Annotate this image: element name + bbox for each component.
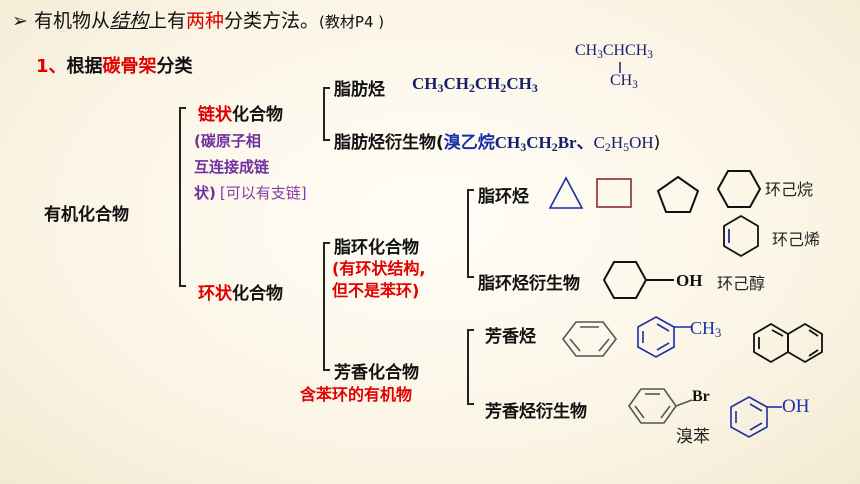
chain-note: (碳原子相 互连接成链 状)[可以有支链] xyxy=(194,132,307,202)
bullet-icon: ➢ xyxy=(12,10,28,32)
phenol-oh: OH xyxy=(782,396,810,417)
aliphatic-hc-label: 脂肪烃 xyxy=(334,80,385,100)
isobutane-branch: CH3 xyxy=(610,72,638,91)
chain-node: 链状化合物 xyxy=(198,105,283,125)
cyclobutane-icon xyxy=(596,178,632,208)
root-bracket xyxy=(179,107,186,287)
alicyclic-note: (有环状结构, 但不是苯环) xyxy=(332,259,426,300)
chain-bracket xyxy=(323,87,330,141)
aliphatic-deriv-label: 脂肪烃衍生物(溴乙烷CH3CH2Br、C2H5OH) xyxy=(334,133,661,154)
cyclohexane-icon xyxy=(716,170,762,208)
cyclohexanol-oh: OH xyxy=(676,271,703,290)
bromobenzene-name: 溴苯 xyxy=(676,427,710,447)
cyclopropane-icon xyxy=(548,176,584,209)
cyclic-bracket xyxy=(323,242,330,371)
naphthalene-icon xyxy=(753,322,823,364)
phenol-icon xyxy=(730,396,782,438)
isobutane-formula: CH3CHCH3 xyxy=(575,42,653,61)
section-heading: 1、根据碳骨架分类 xyxy=(36,56,193,77)
benzene-icon xyxy=(561,321,618,357)
bromobenzene-icon xyxy=(628,388,693,424)
cyclohexane-name: 环己烷 xyxy=(765,180,814,199)
bromobenzene-br: Br xyxy=(692,388,710,405)
cyclohexene-icon xyxy=(723,214,759,258)
cyclohexanol-ring-icon xyxy=(602,261,674,299)
cyclopentane-icon xyxy=(656,175,700,213)
alicyclic-hc-label: 脂环烃 xyxy=(478,187,529,207)
aromatic-node: 芳香化合物 xyxy=(334,363,419,383)
cyclohexanol-name: 环己醇 xyxy=(717,274,766,293)
cyclic-node: 环状化合物 xyxy=(198,284,283,304)
cyclohexene-name: 环己烯 xyxy=(772,230,821,249)
toluene-ch3: CH3 xyxy=(690,318,722,341)
root-node: 有机化合物 xyxy=(44,205,129,225)
bromoethane-formula: CH3CH2Br xyxy=(494,133,577,154)
page-title: ➢ 有机物从结构上有两种分类方法。(教材P4 ) xyxy=(12,10,385,32)
aromatic-note: 含苯环的有机物 xyxy=(300,385,413,404)
ethanol-formula: C2H5OH xyxy=(593,133,654,154)
butane-formula: CH3CH2CH2CH3 xyxy=(412,74,538,95)
aromatic-hc-label: 芳香烃 xyxy=(485,327,536,347)
aromatic-deriv-label: 芳香烃衍生物 xyxy=(485,402,587,422)
alicyclic-node: 脂环化合物 xyxy=(334,238,419,258)
aromatic-bracket xyxy=(467,329,474,405)
alicyclic-bracket xyxy=(467,189,474,278)
alicyclic-deriv-label: 脂环烃衍生物 xyxy=(478,274,580,294)
toluene-icon xyxy=(637,316,692,358)
